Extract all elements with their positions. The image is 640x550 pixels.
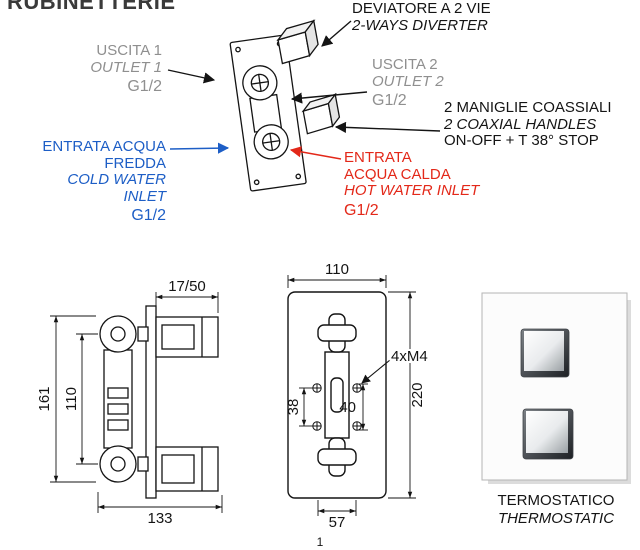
- callout-outlet1-it: USCITA 1: [96, 42, 162, 59]
- dim-overall-height: 161: [36, 386, 53, 411]
- callout-cold-it2: FREDDA: [104, 154, 166, 172]
- callout-diverter-en: 2-WAYS DIVERTER: [352, 16, 488, 34]
- callout-outlet1: USCITA 1 OUTLET 1 G1/2: [50, 42, 162, 96]
- callout-outlet2: USCITA 2 OUTLET 2 G1/2: [372, 56, 444, 110]
- dim-screw-horizontal: 40: [339, 399, 356, 416]
- product-label-en: THERMOSTATIC: [497, 510, 615, 527]
- callout-handles: 2 MANIGLIE COASSIALI 2 COAXIAL HANDLES O…: [444, 99, 612, 150]
- callout-hot-it2: ACQUA CALDA: [344, 165, 451, 183]
- side-view-dimensions: [50, 292, 223, 513]
- side-view-drawing: [99, 305, 219, 499]
- dim-center-distance: 110: [63, 387, 80, 411]
- callout-cold-en1: COLD WATER: [67, 171, 166, 188]
- callout-diverter: DEVIATORE A 2 VIE 2-WAYS DIVERTER: [352, 0, 491, 34]
- callout-handles-it: 2 MANIGLIE COASSIALI: [444, 99, 612, 116]
- front-view-drawing: [287, 291, 387, 499]
- dim-wall-depth: 17/50: [168, 278, 206, 295]
- diverter-arrow: [321, 20, 352, 47]
- callout-hot-size: G1/2: [344, 201, 379, 219]
- callout-handles-note: ON-OFF + T 38° STOP: [444, 132, 599, 149]
- product-label: TERMOSTATICO THERMOSTATIC: [470, 492, 640, 528]
- dim-screw-vertical: 38: [285, 399, 302, 416]
- hot-inlet-arrow: [289, 146, 342, 160]
- callout-cold-it1: ENTRATA ACQUA: [42, 138, 166, 155]
- dim-overall-depth: 133: [147, 510, 172, 527]
- callout-handles-en: 2 COAXIAL HANDLES: [444, 115, 597, 133]
- page-number: 1: [316, 535, 324, 549]
- cold-inlet-arrow: [169, 142, 230, 154]
- callout-cold-size: G1/2: [131, 207, 166, 224]
- valve-schematic: [229, 19, 341, 192]
- callout-outlet2-it: USCITA 2: [372, 56, 438, 73]
- callout-cold-inlet: ENTRATA ACQUA FREDDA COLD WATER INLET G1…: [6, 138, 166, 225]
- screws-label: 4xM4: [391, 348, 428, 365]
- brand-title-clip: RUBINETTERIE: [7, 0, 176, 12]
- callout-diverter-it: DEVIATORE A 2 VIE: [352, 0, 491, 17]
- dim-plate-width: 110: [325, 261, 349, 278]
- dim-bottom-width: 57: [329, 514, 346, 531]
- product-photo: [481, 292, 631, 484]
- callout-outlet2-size: G1/2: [372, 92, 407, 109]
- product-label-it: TERMOSTATICO: [497, 492, 615, 509]
- callout-hot-inlet: ENTRATA ACQUA CALDA HOT WATER INLET G1/2: [344, 149, 480, 219]
- brand-title: RUBINETTERIE: [7, 0, 176, 12]
- callout-outlet1-size: G1/2: [127, 78, 162, 95]
- callout-outlet2-en: OUTLET 2: [372, 72, 444, 90]
- callout-outlet1-en: OUTLET 1: [90, 58, 162, 76]
- outlet1-arrow: [167, 69, 216, 84]
- screws-leader-line: [361, 359, 391, 384]
- callout-hot-it1: ENTRATA: [344, 149, 412, 166]
- outlet2-arrow: [290, 91, 368, 104]
- handles-arrow: [334, 121, 441, 133]
- callout-arrows: [167, 20, 441, 160]
- callout-hot-en1: HOT WATER INLET: [344, 182, 480, 199]
- front-view-dimensions: [287, 275, 416, 516]
- callout-cold-en2: INLET: [123, 187, 166, 205]
- dim-plate-height: 220: [409, 382, 426, 407]
